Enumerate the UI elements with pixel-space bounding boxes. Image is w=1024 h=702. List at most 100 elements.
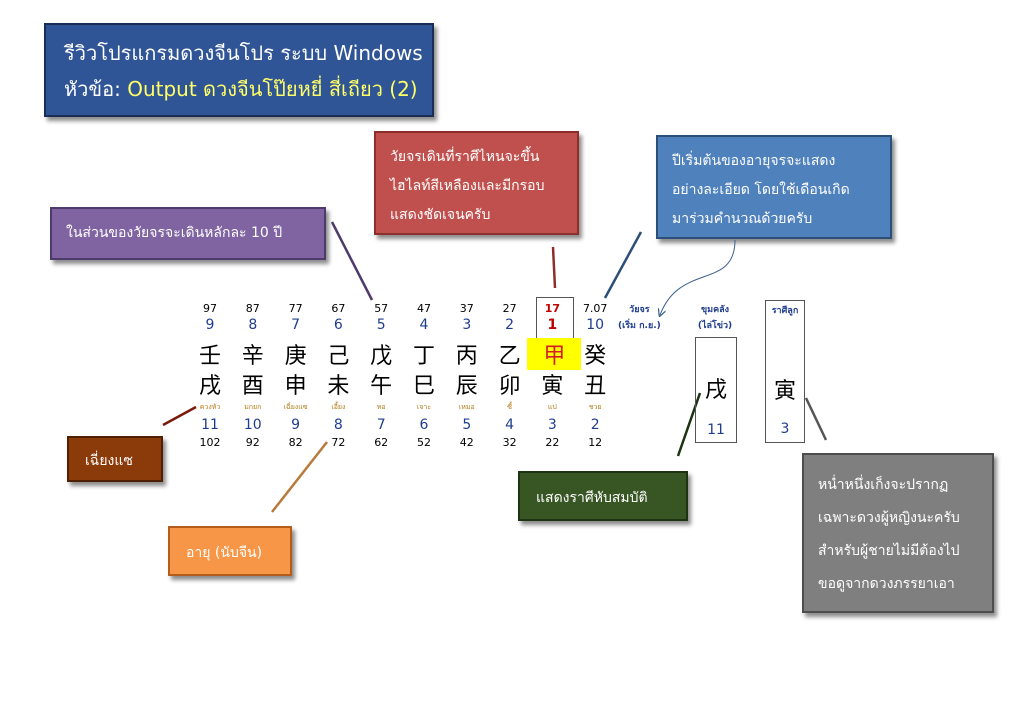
earthly-branch: 寅: [541, 374, 564, 399]
star-name: หอ: [376, 403, 386, 411]
luck-start-age: 47: [417, 302, 431, 315]
star-name: มกยก: [244, 403, 262, 411]
heavenly-stem: 癸: [584, 344, 607, 369]
callout-age: อายุ (นับจีน): [168, 526, 292, 576]
callout-green-text: แสดงราศีหับสมบัติ: [536, 490, 648, 506]
callout-red-line: วัยจรเดินที่ราศีไหนจะขึ้น: [390, 149, 540, 165]
branch-number: 8: [333, 417, 343, 433]
callout-child: หน่ำหนึ่งเก็งจะปรากฏ เฉพาะดวงผู้หญิงนะคร…: [802, 453, 994, 613]
luck-start-age: 77: [288, 302, 303, 315]
callout-brown-text: เฉี่ยงแซ: [85, 453, 133, 469]
child-num: 3: [780, 421, 790, 437]
callout-blue-line: ปีเริ่มต้นของอายุจรจะแสดง: [672, 153, 836, 169]
title-line2-prefix: หัวข้อ:: [64, 77, 128, 101]
child-branch: 寅: [773, 379, 796, 404]
luck-number: 5: [376, 317, 386, 333]
chinese-age: 82: [288, 436, 303, 449]
callout-blue-line: มาร่วมคำนวณด้วยครับ: [672, 211, 813, 227]
treasury-num: 11: [707, 422, 725, 438]
earthly-branch: 未: [327, 374, 350, 399]
chinese-age: 62: [374, 436, 389, 449]
heavenly-stem: 丁: [412, 344, 435, 369]
chinese-age: 102: [199, 436, 221, 449]
earthly-branch: 酉: [241, 374, 264, 399]
chinese-age: 92: [245, 436, 260, 449]
connector-purple: [330, 221, 374, 301]
connector-blue: [603, 231, 643, 299]
callout-active-luck: วัยจรเดินที่ราศีไหนจะขึ้น ไฮไลท์สีเหลือง…: [374, 131, 579, 235]
luck-start-age: 97: [203, 302, 217, 315]
star-name: ซี้: [507, 403, 512, 411]
branch-number: 11: [201, 417, 219, 433]
earthly-branch: 卯: [498, 374, 521, 399]
heavenly-stem: 丙: [455, 344, 478, 369]
heavenly-stem: 辛: [241, 344, 264, 369]
heavenly-stem: 己: [327, 344, 350, 369]
chinese-age: 22: [545, 436, 560, 449]
chinese-age: 72: [331, 436, 346, 449]
luck-number: 4: [419, 317, 429, 333]
callout-gray-line: เฉพาะดวงผู้หญิงนะครับ: [818, 510, 960, 526]
earthly-branch: 午: [370, 374, 393, 399]
treasury-box: 戌 11: [695, 337, 737, 443]
luck-label-line1: วัยจร: [629, 305, 650, 315]
luck-number: 9: [205, 317, 215, 333]
callout-treasury: แสดงราศีหับสมบัติ: [518, 471, 688, 521]
branch-number: 9: [291, 417, 301, 433]
child-box: ราศีลูก 寅 3: [765, 300, 805, 443]
star-name: เหมอ: [458, 403, 475, 411]
branch-number: 2: [590, 417, 600, 433]
branch-number: 10: [243, 417, 262, 433]
treasury-branch: 戌: [704, 378, 727, 403]
star-name: เอี้ยง: [331, 403, 346, 411]
treasury-label: ขุมคลัง (ไล่โข่ว): [690, 302, 740, 334]
heavenly-stem: 戊: [370, 344, 393, 369]
treasury-label-line1: ขุมคลัง: [700, 305, 729, 315]
title-line2: หัวข้อ: Output ดวงจีนโป๊ยหยี่ สี่เถียว (…: [64, 71, 432, 107]
luck-label: วัยจร (เริ่ม ก.ย.): [618, 302, 661, 334]
heavenly-stem: 壬: [198, 344, 221, 369]
callout-orange-text: อายุ (นับจีน): [186, 545, 263, 561]
branch-number: 3: [547, 417, 557, 433]
luck-start-age: 67: [331, 302, 346, 315]
title-box: รีวิวโปรแกรมดวงจีนโปร ระบบ Windows หัวข้…: [44, 23, 434, 117]
luck-number: 2: [505, 317, 515, 333]
chinese-age: 52: [417, 436, 431, 449]
connector-blue-arrow: [660, 239, 736, 315]
callout-star-name: เฉี่ยงแซ: [67, 436, 163, 482]
star-name: แป: [547, 403, 557, 411]
earthly-branch: 辰: [455, 374, 478, 399]
child-label: ราศีลูก: [771, 306, 799, 316]
connector-brown: [162, 405, 197, 427]
callout-gray-line: หน่ำหนึ่งเก็งจะปรากฏ: [818, 477, 949, 493]
luck-number: 3: [462, 317, 472, 333]
luck-start-age: 17: [544, 302, 561, 315]
heavenly-stem: 庚: [284, 344, 307, 369]
callout-red-line: ไฮไลท์สีเหลืองและมีกรอบ: [390, 178, 545, 194]
callout-gray-line: ขอดูจากดวงภรรยาเอา: [818, 576, 955, 592]
star-name: ควงหัว: [199, 403, 221, 411]
luck-label-line2: (เริ่ม ก.ย.): [618, 321, 661, 331]
earthly-branch: 巳: [412, 374, 435, 399]
chinese-age: 32: [502, 436, 517, 449]
earthly-branch: 丑: [584, 374, 607, 399]
callout-purple-text: ในส่วนของวัยจรจะเดินหลักละ 10 ปี: [66, 225, 283, 241]
branch-number: 4: [505, 417, 515, 433]
luck-number: 6: [333, 317, 343, 333]
connector-gray: [804, 397, 828, 441]
heavenly-stem: 乙: [498, 344, 521, 369]
star-name: เฉี่ยงแซ: [283, 403, 308, 411]
luck-start-age: 7.07: [582, 302, 608, 315]
title-line2-highlight: Output ดวงจีนโป๊ยหยี่ สี่เถียว (2): [127, 77, 418, 101]
branch-number: 6: [419, 417, 429, 433]
luck-number: 7: [291, 317, 301, 333]
luck-number: 8: [248, 317, 258, 333]
earthly-branch: 戌: [198, 374, 221, 399]
luck-number: 1: [547, 317, 558, 333]
connector-red: [551, 246, 557, 289]
connector-orange: [271, 441, 328, 513]
branch-number: 7: [376, 417, 386, 433]
chinese-age: 12: [588, 436, 603, 449]
luck-start-age: 27: [502, 302, 517, 315]
